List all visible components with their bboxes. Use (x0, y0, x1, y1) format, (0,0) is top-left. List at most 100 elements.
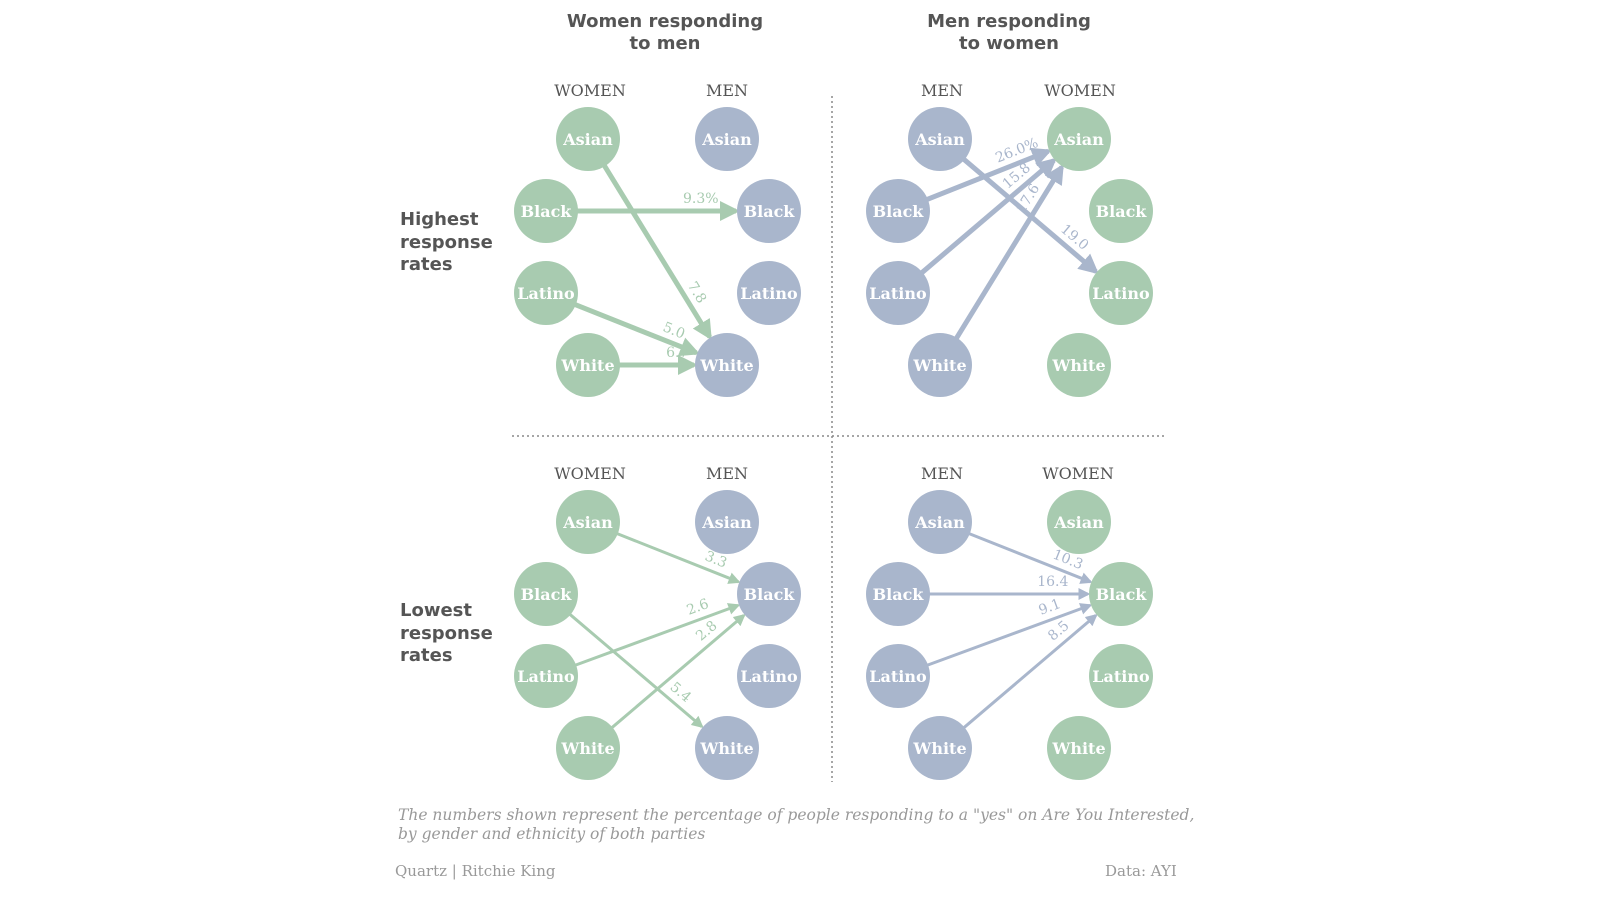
node-women-white: White (1047, 716, 1111, 780)
column-title-men-line2: to women (959, 33, 1059, 54)
node-label: Latino (517, 284, 575, 303)
edge-arrow (919, 157, 1057, 276)
node-circle (737, 179, 801, 243)
node-circle (866, 179, 930, 243)
node-label: Latino (869, 667, 927, 686)
panel-right-header: WOMEN (1044, 81, 1116, 100)
edge-arrow (961, 156, 1099, 275)
row-label-highest-line1: Highest (400, 209, 479, 230)
node-label: Black (744, 585, 796, 604)
edge-value-label: 9.1 (1037, 596, 1063, 619)
node-men-white: White (695, 333, 759, 397)
edge-value-label: 19.0 (1057, 221, 1091, 253)
edge-arrow (615, 531, 741, 584)
node-label: White (1051, 739, 1105, 758)
node-women-latino: Latino (1089, 261, 1153, 325)
node-women-asian: Asian (1047, 107, 1111, 171)
node-label: Latino (740, 284, 798, 303)
node-label: Asian (914, 513, 965, 532)
node-label: Black (1096, 585, 1148, 604)
node-circle (514, 179, 578, 243)
edge-arrow (924, 147, 1053, 203)
edge-value-label: 2.6 (685, 596, 712, 619)
node-label: White (1051, 356, 1105, 375)
node-label: Latino (740, 667, 798, 686)
edge-arrow (967, 531, 1093, 584)
row-label-lowest-line2: response (400, 623, 493, 644)
node-women-asian: Asian (1047, 490, 1111, 554)
edge-value-label: 5.0 (661, 319, 688, 342)
node-women-latino: Latino (514, 261, 578, 325)
row-label-highest-line2: response (400, 232, 493, 253)
node-men-white: White (695, 716, 759, 780)
node-label: Asian (562, 130, 613, 149)
node-men-black: Black (737, 562, 801, 626)
node-women-latino: Latino (1089, 644, 1153, 708)
node-circle (1089, 562, 1153, 626)
node-men-asian: Asian (695, 490, 759, 554)
node-men-asian: Asian (695, 107, 759, 171)
footnote: The numbers shown represent the percenta… (398, 806, 1195, 843)
column-title-women-line2: to men (629, 33, 700, 54)
node-circle (1089, 261, 1153, 325)
panel-left-header: WOMEN (554, 81, 626, 100)
node-label: Asian (914, 130, 965, 149)
node-label: Black (521, 585, 573, 604)
node-women-black: Black (1089, 179, 1153, 243)
edge-value-label: 9.3% (683, 191, 719, 207)
edge-value-label: 6.7 (666, 345, 688, 361)
edge-arrow (601, 163, 712, 341)
node-label: Black (521, 202, 573, 221)
node-circle (1089, 179, 1153, 243)
panel-left-header: WOMEN (554, 464, 626, 483)
node-circle (1089, 644, 1153, 708)
node-label: Latino (517, 667, 575, 686)
node-men-white: White (908, 716, 972, 780)
node-circle (695, 716, 759, 780)
node-label: Latino (1092, 284, 1150, 303)
edge-arrow (572, 301, 701, 357)
edge-value-label: 16.4 (1037, 574, 1068, 590)
node-label: Asian (1053, 130, 1104, 149)
node-circle (1047, 716, 1111, 780)
node-men-black: Black (866, 562, 930, 626)
node-label: White (560, 356, 614, 375)
node-label: Asian (562, 513, 613, 532)
node-label: Black (744, 202, 796, 221)
node-circle (556, 716, 620, 780)
node-circle (514, 261, 578, 325)
node-label: Latino (1092, 667, 1150, 686)
panel-right-header: MEN (706, 81, 748, 100)
node-circle (866, 562, 930, 626)
column-title-men-line1: Men responding (927, 11, 1091, 32)
panel-left-header: MEN (921, 464, 963, 483)
node-circle (908, 107, 972, 171)
node-women-latino: Latino (514, 644, 578, 708)
node-circle (514, 562, 578, 626)
edge-arrow (953, 163, 1064, 341)
node-label: Black (1096, 202, 1148, 221)
row-label-highest-line3: rates (400, 254, 453, 275)
node-label: Latino (869, 284, 927, 303)
node-men-latino: Latino (866, 644, 930, 708)
node-label: White (912, 356, 966, 375)
node-circle (556, 490, 620, 554)
node-label: White (912, 739, 966, 758)
node-circle (695, 490, 759, 554)
node-circle (866, 261, 930, 325)
node-label: Asian (1053, 513, 1104, 532)
node-label: Asian (701, 513, 752, 532)
edge-value-label: 3.3 (703, 548, 730, 571)
node-women-black: Black (514, 562, 578, 626)
panel-right-header: WOMEN (1042, 464, 1114, 483)
node-men-latino: Latino (737, 644, 801, 708)
edge-arrow (925, 603, 1093, 668)
node-circle (1047, 333, 1111, 397)
node-circle (514, 644, 578, 708)
node-circle (737, 562, 801, 626)
row-label-lowest-line3: rates (400, 645, 453, 666)
edge-arrow (609, 613, 746, 730)
